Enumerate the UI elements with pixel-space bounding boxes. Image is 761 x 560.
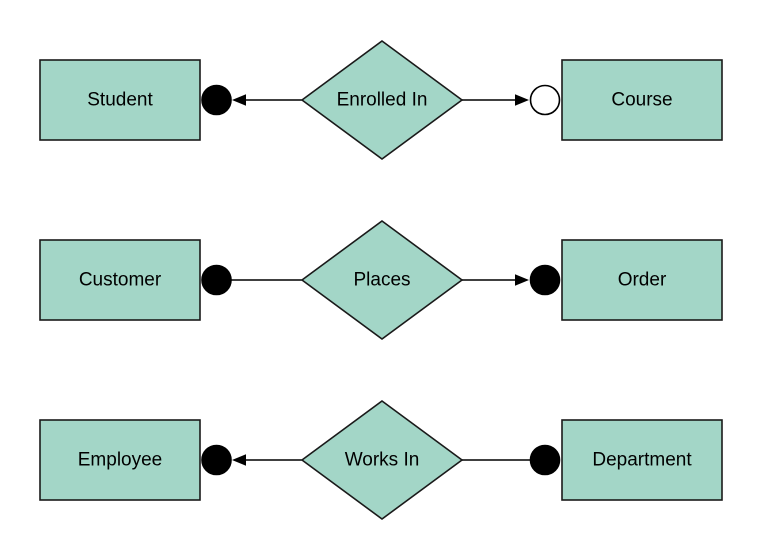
- entity-box-order: [561, 239, 723, 321]
- entity-box-employee: [39, 419, 201, 501]
- filled-dot-terminal-icon: [201, 84, 232, 116]
- relationship-label-works-in: Works In: [345, 450, 420, 471]
- entity-box-department: [561, 419, 723, 501]
- relationship-diamond-enrolled-in: [300, 40, 464, 160]
- entity-box-customer: [39, 239, 201, 321]
- filled-dot-terminal-icon: [201, 264, 232, 296]
- arrowhead-left-icon: [232, 94, 246, 106]
- filled-dot-terminal-icon: [529, 264, 561, 296]
- diagram-row-enrolled-in: Student Enrolled In Course: [39, 40, 723, 160]
- relationship-diamond-works-in: [300, 400, 464, 520]
- diagram-row-works-in: Employee Works In Department: [39, 400, 723, 520]
- arrowhead-left-icon: [232, 454, 246, 466]
- entity-label-course: Course: [611, 90, 672, 111]
- filled-dot-terminal-icon: [529, 444, 561, 476]
- open-dot-terminal-icon: [529, 84, 561, 116]
- diagram-row-places: Customer Places Order: [39, 220, 723, 340]
- entity-label-department: Department: [592, 450, 692, 471]
- entity-box-student: [39, 59, 201, 141]
- entity-label-order: Order: [618, 270, 667, 291]
- entity-box-course: [561, 59, 723, 141]
- entity-label-student: Student: [87, 90, 153, 111]
- entity-label-employee: Employee: [78, 450, 163, 471]
- entity-label-customer: Customer: [79, 270, 162, 291]
- filled-dot-terminal-icon: [201, 444, 232, 476]
- relationship-label-enrolled-in: Enrolled In: [337, 90, 428, 111]
- arrowhead-right-icon: [515, 274, 529, 286]
- relationship-diamond-places: [300, 220, 464, 340]
- relationship-label-places: Places: [353, 270, 410, 291]
- arrowhead-right-icon: [515, 94, 529, 106]
